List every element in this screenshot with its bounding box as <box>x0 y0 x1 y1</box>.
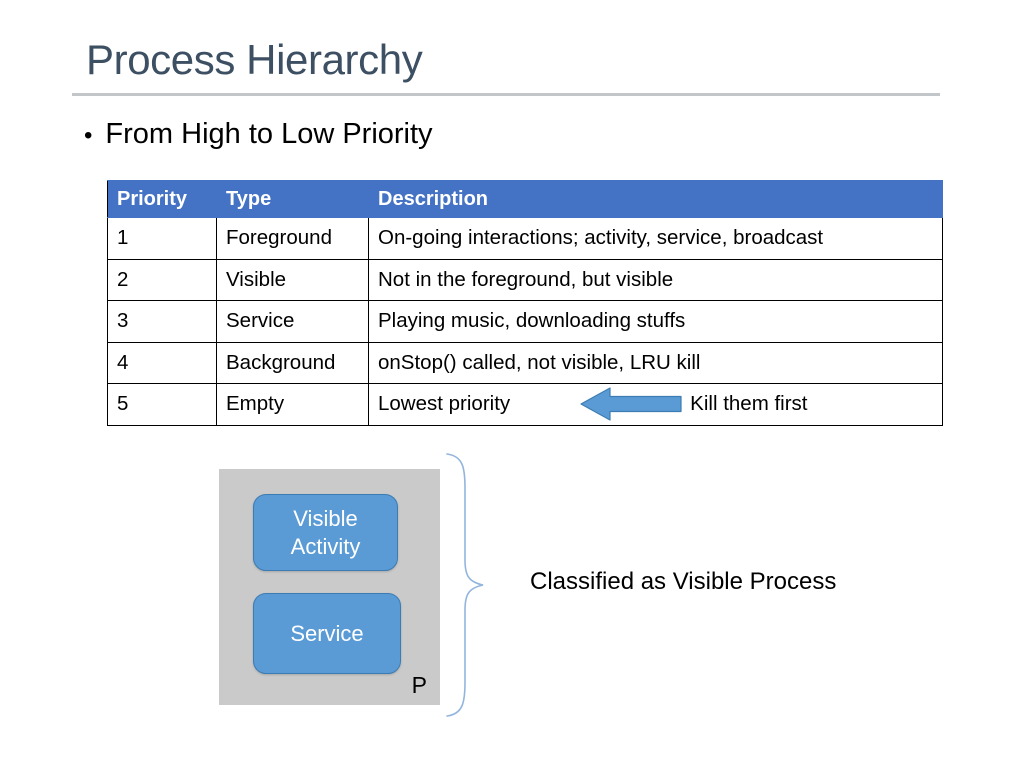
bullet-dot-icon: • <box>84 122 93 149</box>
cell-description-text: Lowest priority <box>378 392 511 416</box>
cell-priority: 3 <box>107 300 217 343</box>
cell-type: Foreground <box>216 217 369 260</box>
brace-caption-label: Classified as Visible Process <box>530 568 837 595</box>
cell-priority: 4 <box>107 341 217 384</box>
right-curly-brace-icon <box>446 453 484 717</box>
cell-description: Playing music, downloading stuffs <box>368 300 943 343</box>
cell-type: Empty <box>216 383 369 426</box>
visible-process-container: Visible Activity Service P <box>219 469 440 705</box>
cell-priority: 5 <box>107 383 217 426</box>
kill-them-first-note: Kill them first <box>690 392 808 416</box>
service-box: Service <box>253 593 401 674</box>
process-priority-table: Priority Type Description 1 Foreground O… <box>107 180 943 426</box>
cell-type: Service <box>216 300 369 343</box>
table-row: 3 Service Playing music, downloading stu… <box>107 300 943 343</box>
left-arrow-icon <box>580 387 682 421</box>
cell-description: Lowest priority Kill them first <box>368 383 943 426</box>
table-row: 4 Background onStop() called, not visibl… <box>107 341 943 384</box>
table-row: 2 Visible Not in the foreground, but vis… <box>107 258 943 301</box>
table-row: 1 Foreground On-going interactions; acti… <box>107 217 943 260</box>
table-header-row: Priority Type Description <box>107 180 943 218</box>
cell-description: onStop() called, not visible, LRU kill <box>368 341 943 384</box>
process-label: P <box>411 672 427 698</box>
cell-description: On-going interactions; activity, service… <box>368 217 943 260</box>
cell-description: Not in the foreground, but visible <box>368 258 943 301</box>
column-header-type: Type <box>216 180 369 218</box>
visible-activity-line2: Activity <box>290 533 361 559</box>
service-box-label: Service <box>290 620 364 646</box>
page-title: Process Hierarchy <box>86 36 423 83</box>
column-header-priority: Priority <box>107 180 217 218</box>
cell-type: Visible <box>216 258 369 301</box>
cell-type: Background <box>216 341 369 384</box>
visible-activity-line1: Visible <box>293 505 358 531</box>
title-divider <box>72 93 940 96</box>
bullet-item: • From High to Low Priority <box>84 118 433 151</box>
cell-priority: 2 <box>107 258 217 301</box>
bullet-item-label: From High to Low Priority <box>105 118 433 150</box>
column-header-description: Description <box>368 180 943 218</box>
table-row: 5 Empty Lowest priority Kill them first <box>107 383 943 426</box>
cell-priority: 1 <box>107 217 217 260</box>
visible-activity-box: Visible Activity <box>253 494 398 571</box>
